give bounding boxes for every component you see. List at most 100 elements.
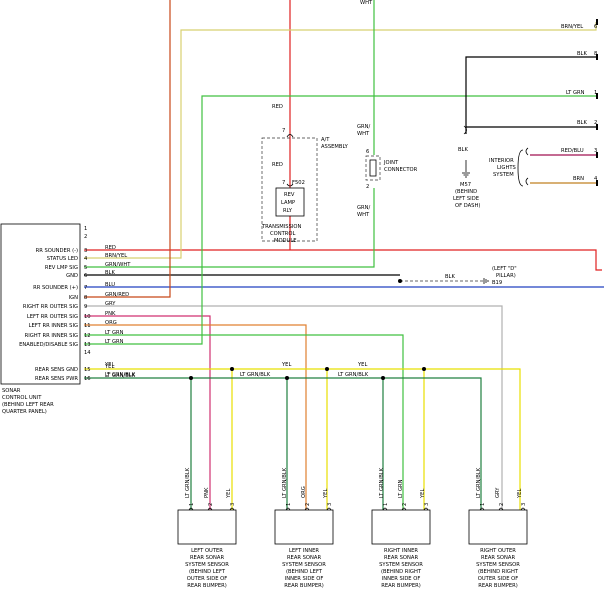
pillar-label-1: (LEFT "D" <box>492 266 517 272</box>
pillar-wire-label: BLK <box>445 274 455 280</box>
sensor-name-line: SYSTEM SENSOR <box>282 562 326 568</box>
pillar-label-2: PILLAR) <box>496 273 516 279</box>
sensor-name-line: (BEHIND LEFT <box>189 569 226 575</box>
sonar-pin-number: 5 <box>84 265 87 271</box>
joint-wire-bot-2: WHT <box>357 212 370 218</box>
at-assembly-label-2: ASSEMBLY <box>321 144 349 150</box>
sonar-wire-label: PNK <box>105 311 116 317</box>
sensor-terminal <box>188 507 194 511</box>
sensor-pin: 1 <box>480 503 486 506</box>
sonar-pin-number: 14 <box>84 350 91 356</box>
wire-grn-red <box>84 0 171 298</box>
wire-brn-yel <box>84 22 597 259</box>
sensor-name-line: RIGHT OUTER <box>480 548 516 554</box>
sonar-pin-number: 4 <box>84 256 88 262</box>
sensor-wire-label: YEL <box>226 489 232 499</box>
joint-wire-bot-1: GRN/ <box>357 205 371 211</box>
rev-lamp-relay-box <box>275 187 305 217</box>
svg-text:BRN/YEL: BRN/YEL <box>561 24 583 30</box>
sensor-name-line: (BEHIND RIGHT <box>381 569 422 575</box>
ground-symbol-icon <box>462 172 470 178</box>
sonar-function-label: GND <box>66 273 78 279</box>
sensor-wire-label: YEL <box>420 489 426 499</box>
wire-grn-wht <box>84 188 375 268</box>
splice-dot <box>325 367 329 371</box>
joint-wire-top-2: WHT <box>357 131 370 137</box>
sensor-terminal <box>423 507 429 511</box>
at-connector-symbol <box>286 134 294 138</box>
joint-pin-2: 2 <box>366 184 369 190</box>
joint-connector-body <box>369 159 377 177</box>
sonar-function-label: STATUS LED <box>47 256 78 262</box>
wire-blk-m57 <box>465 56 596 134</box>
svg-text:1: 1 <box>594 90 597 96</box>
sensor-pin: 1 <box>286 503 292 506</box>
sensor-name-line: INNER SIDE OF <box>382 576 421 582</box>
sonar-pin-number: 8 <box>84 295 87 301</box>
at-pin-7-top: 7 <box>282 128 285 134</box>
svg-text:BLK: BLK <box>577 51 587 57</box>
sensor-pin: 2 <box>402 503 408 506</box>
wire-org <box>84 324 307 510</box>
bus-yel-label-mid: YEL <box>281 362 291 368</box>
splice-dot <box>230 367 234 371</box>
sonar-function-label: REV LMP SIG <box>45 265 78 271</box>
sensor-body <box>468 509 528 545</box>
sensor-name-line: REAR BUMPER) <box>284 583 324 589</box>
sonar-function-label: RR SOUNDER (-) <box>36 248 78 254</box>
sensor-wire-label: YEL <box>517 489 523 499</box>
sensor-wire-label: PNK <box>204 487 210 498</box>
pillar-ground-b19: B19 <box>492 280 502 286</box>
sonar-wire-label: BLK <box>105 270 115 276</box>
sonar-wire-label: GRN/RED <box>105 292 129 298</box>
joint-wire-top-1: GRN/ <box>357 124 371 130</box>
at-red-label-mid: RED <box>272 162 283 168</box>
at-red-label: RED <box>272 104 283 110</box>
sensor-pin: 2 <box>499 503 505 506</box>
sonar-function-label: ENABLED/DISABLE SIG <box>19 342 78 348</box>
sensor-name-line: RIGHT INNER <box>384 548 418 554</box>
splice-dot <box>381 376 385 380</box>
svg-text:4: 4 <box>594 176 598 182</box>
interior-lights-bracket <box>517 149 524 187</box>
sensor-name-line: REAR SONAR <box>384 555 418 561</box>
sensor-body <box>371 509 431 545</box>
wire-lt-grn-2 <box>84 95 596 345</box>
joint-label-1: JOINT <box>383 160 399 166</box>
sensor-pin: 1 <box>383 503 389 506</box>
sensor-wire-label: LT GRN/BLK <box>476 467 482 498</box>
sensor-name-line: REAR BUMPER) <box>381 583 421 589</box>
sonar-pin-number: 1 <box>84 226 87 232</box>
svg-text:(BEHIND LEFT REAR: (BEHIND LEFT REAR <box>2 402 54 408</box>
sonar-pin-number: 7 <box>84 285 87 291</box>
sensor-name-line: REAR BUMPER) <box>478 583 518 589</box>
at-assembly-dashed-box <box>261 137 318 242</box>
at-connector-f502: F502 <box>292 180 305 186</box>
interior-lights-label-1: INTERIOR <box>489 158 514 164</box>
tcm-label-2: CONTROL <box>270 231 295 237</box>
sensor-wire-label: LT GRN/BLK <box>185 467 191 498</box>
svg-text:8: 8 <box>594 51 597 57</box>
sonar-wire-label: GRN/WHT <box>105 262 131 268</box>
sensor-wire-label: YEL <box>323 489 329 499</box>
bus-yel-label: YEL <box>104 362 114 368</box>
bus-grn-blk-label-mid: LT GRN/BLK <box>240 372 271 378</box>
wht-top-label: WHT <box>360 0 373 6</box>
sensor-name-line: OUTER SIDE OF <box>478 576 518 582</box>
sensor-terminal <box>285 507 291 511</box>
sensor-wire-label: LT GRN/BLK <box>282 467 288 498</box>
bus-grn-blk-label: LT GRN/BLK <box>105 372 136 378</box>
sensor-name-line: REAR SONAR <box>481 555 515 561</box>
sonar-function-label: LEFT RR INNER SIG <box>29 323 78 329</box>
sonar-wire-label: GRY <box>105 301 116 307</box>
sensor-wire-label: LT GRN <box>398 479 404 498</box>
sensor-pin: 3 <box>230 503 236 506</box>
svg-text:3: 3 <box>594 148 597 154</box>
wire-yel-bus <box>84 368 521 510</box>
sonar-function-label: RR SOUNDER (+) <box>33 285 78 291</box>
interior-lights-label-3: SYSTEM <box>493 172 514 178</box>
wire-grn-blk-bus <box>84 377 482 510</box>
interior-lights-label-2: LIGHTS <box>497 165 516 171</box>
